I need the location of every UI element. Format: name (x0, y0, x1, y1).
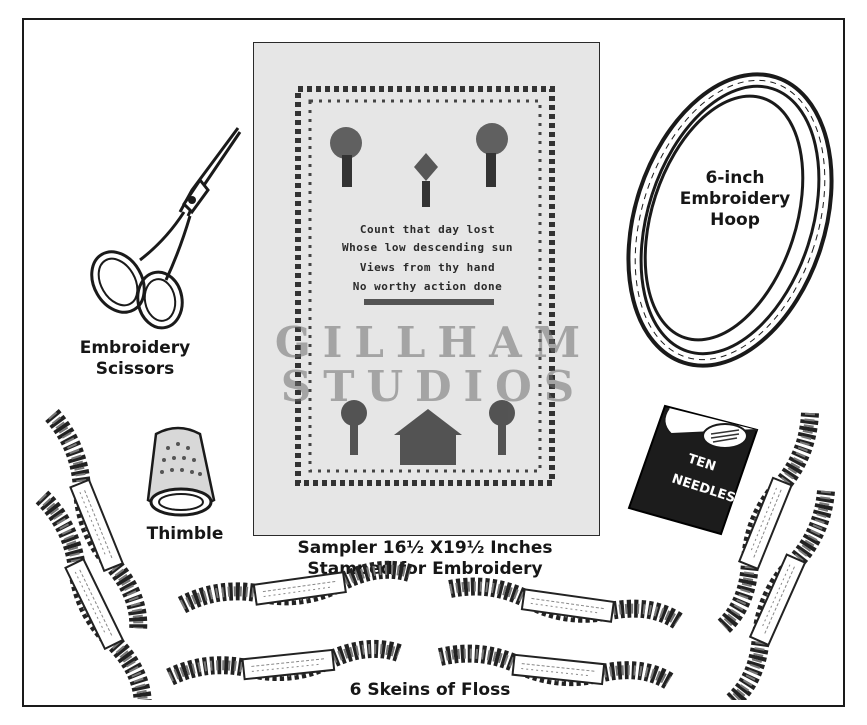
watermark-line-1: GILLHAM (274, 318, 593, 367)
sampler-caption-line-1: Sampler 16½ X19½ Inches (297, 538, 553, 558)
floss-skeins (30, 405, 840, 700)
sampler-border (295, 86, 555, 486)
floss-skein-icon (181, 563, 412, 615)
floss-skein-icon (449, 579, 680, 631)
illustration-frame (22, 18, 845, 707)
hoop-caption-line-1: 6-inch (705, 168, 765, 188)
thimble-caption: Thimble (146, 524, 224, 544)
watermark-line-2: STUDIOS (280, 362, 587, 411)
hoop-caption-line-2: Embroidery (679, 189, 791, 209)
scissors-caption-line-1: Embroidery (79, 338, 191, 358)
hoop-icon (626, 72, 834, 368)
needle-packet-icon: TEN NEEDLES (627, 404, 759, 536)
hoop-caption: 6-inch Embroidery Hoop (670, 168, 800, 231)
sampler-verse-line-3: Views from thy hand (359, 261, 496, 274)
scissors-icon (90, 127, 242, 330)
sampler-verse-line-4: No worthy action done (352, 280, 503, 293)
sampler-verse-line-2: Whose low descending sun (342, 241, 513, 254)
floss-caption: 6 Skeins of Floss (349, 680, 511, 700)
sampler-verse-line-1: Count that day lost (359, 223, 496, 236)
scissors-caption: Embroidery Scissors (60, 338, 210, 380)
scissors-caption-line-2: Scissors (95, 359, 175, 379)
thimble-icon (146, 426, 216, 517)
hoop-caption-line-3: Hoop (710, 210, 760, 230)
sampler-board: Count that day lost Whose low descending… (253, 42, 600, 536)
